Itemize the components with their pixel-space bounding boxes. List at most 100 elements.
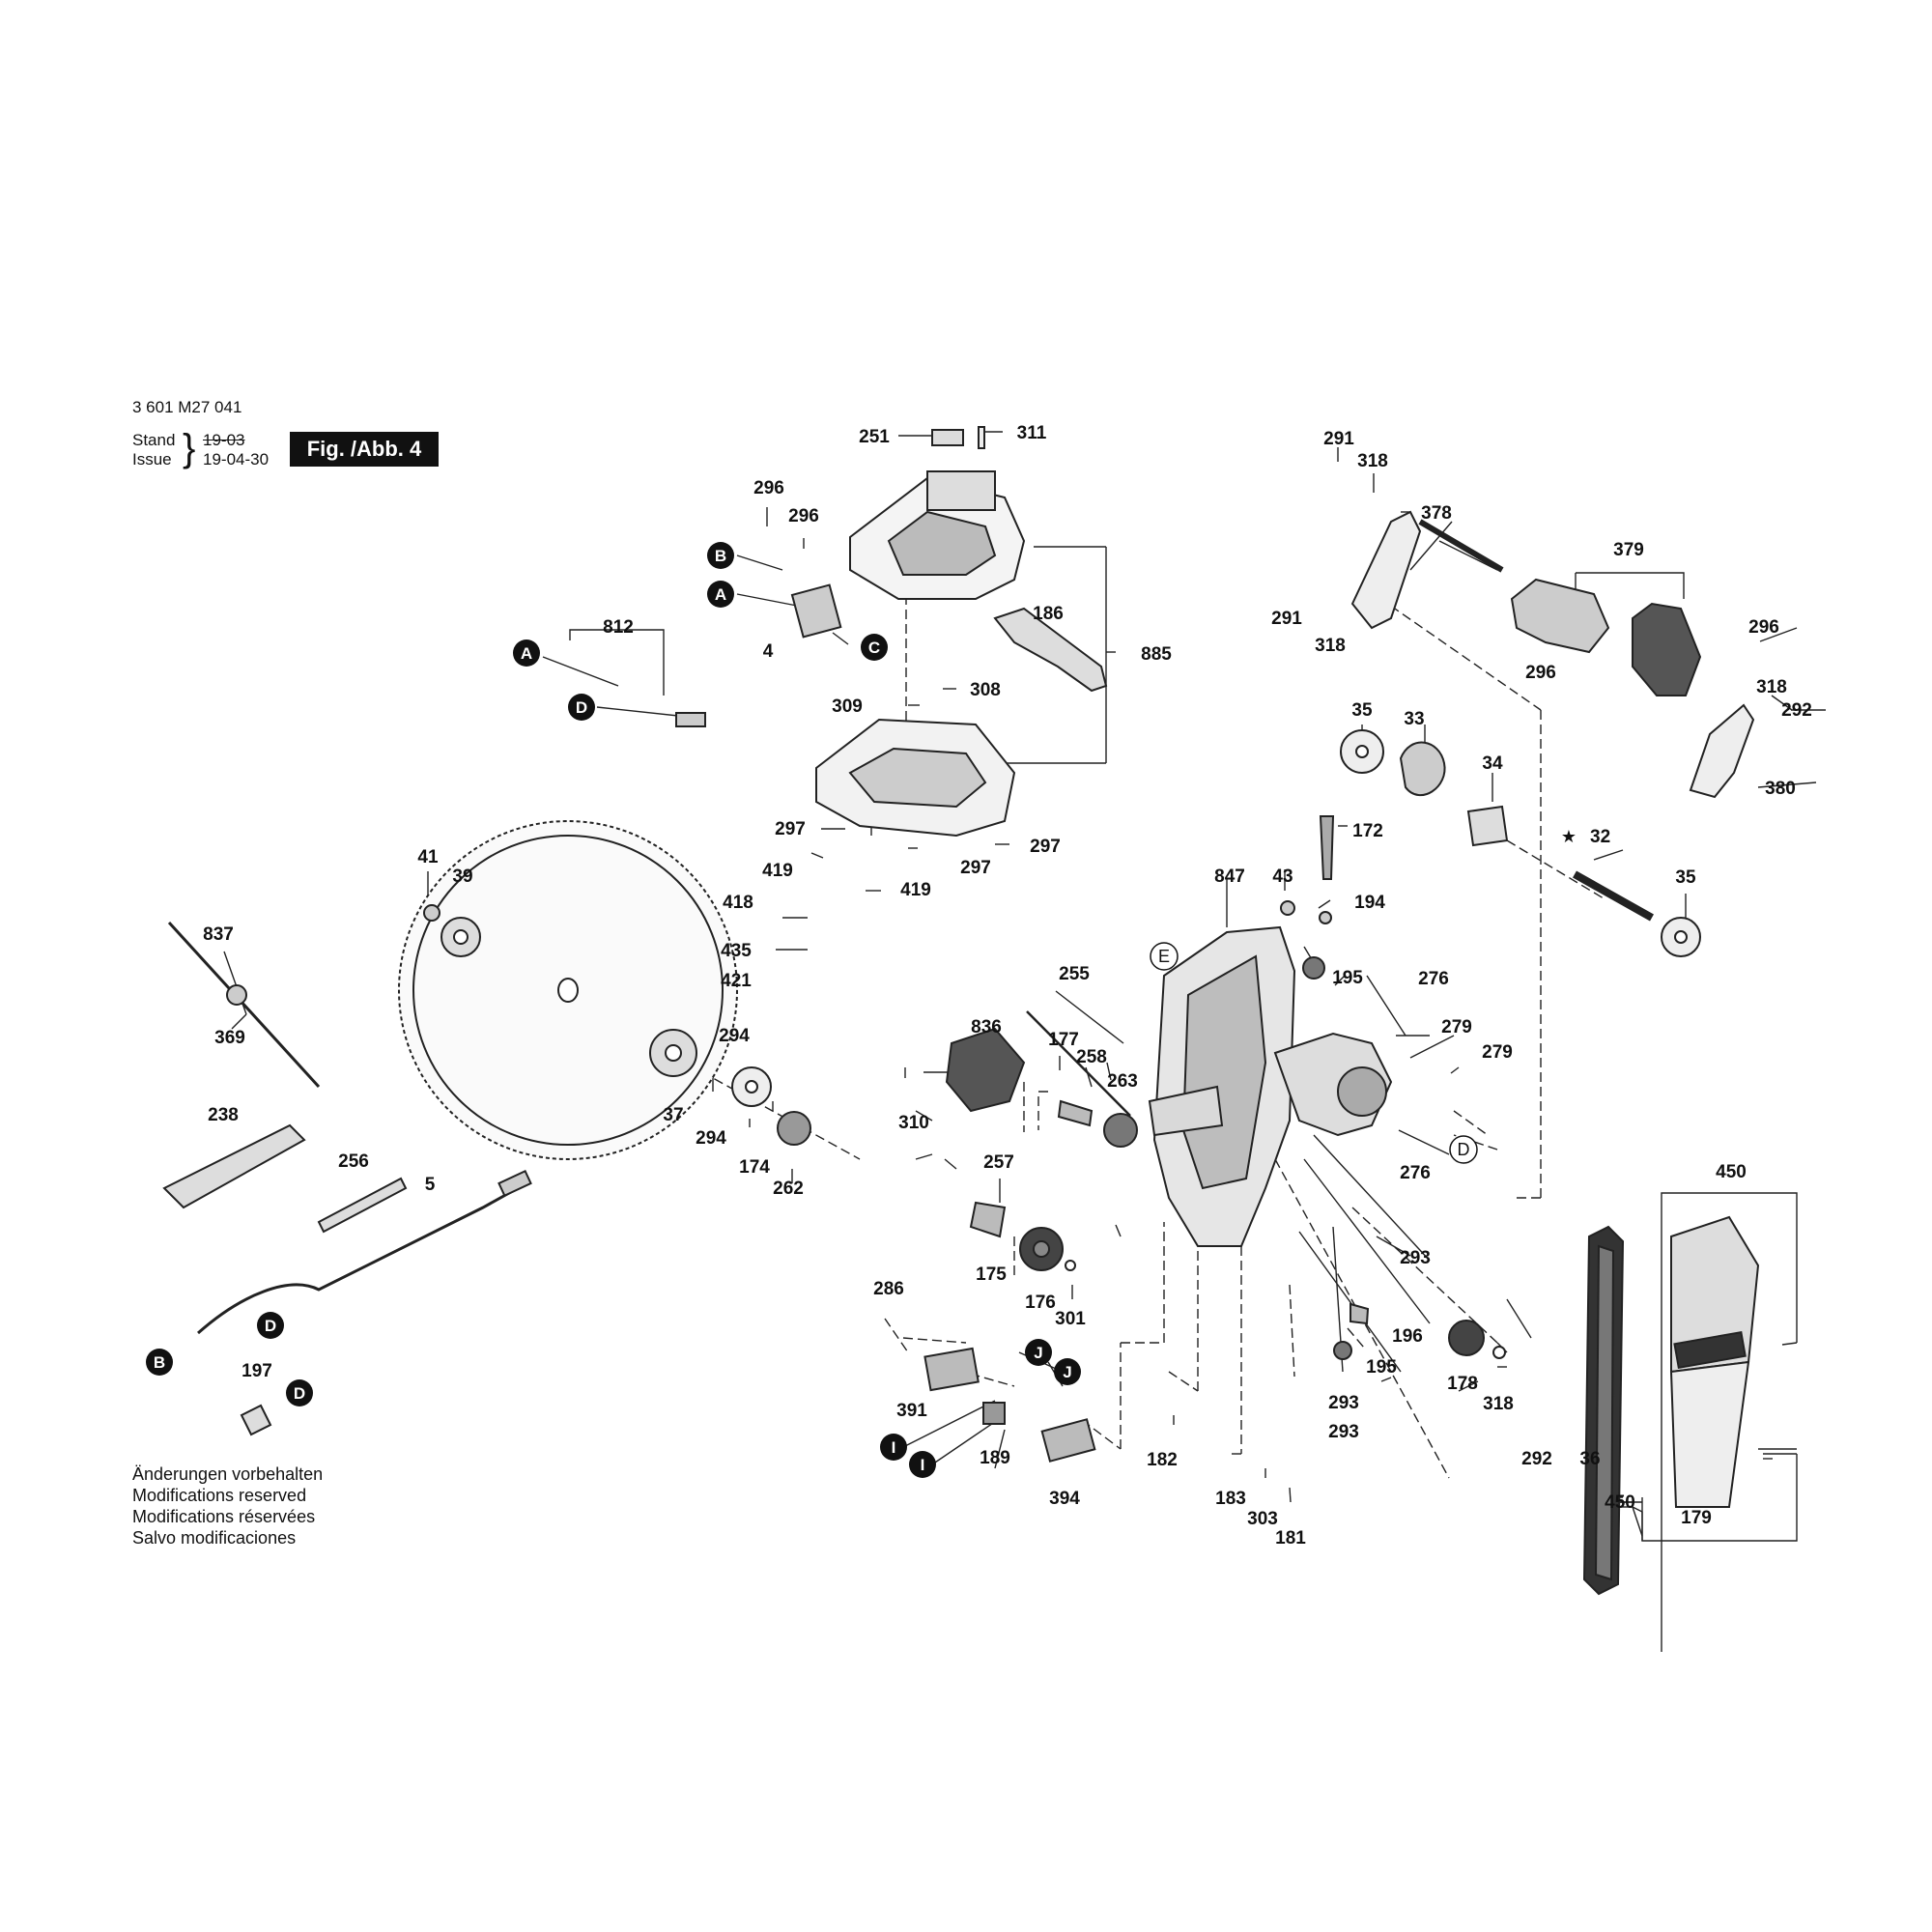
part-label-257: 257 <box>983 1152 1014 1173</box>
connector-i-2: I <box>921 1456 925 1474</box>
part-label-391: 391 <box>896 1401 927 1421</box>
part-label-294-b: 294 <box>696 1128 726 1149</box>
part-label-189: 189 <box>980 1448 1010 1468</box>
part-label-194: 194 <box>1354 893 1385 913</box>
issue-value: 19-04-30 <box>203 450 270 469</box>
part-label-41: 41 <box>417 847 439 867</box>
part-369-clip <box>226 984 247 1006</box>
part-label-176: 176 <box>1025 1293 1056 1313</box>
part-label-297-c: 297 <box>960 858 991 878</box>
part-number-labels: 251 311 296 296 812 4 186 885 309 308 29… <box>203 423 1812 1548</box>
part-label-174: 174 <box>739 1157 770 1178</box>
part-label-37: 37 <box>663 1105 683 1125</box>
connector-i-1: I <box>892 1438 896 1457</box>
document-number: 3 601 M27 041 <box>132 398 242 416</box>
part-label-181: 181 <box>1275 1528 1306 1548</box>
part-301-ring <box>1065 1260 1076 1271</box>
part-label-296-b: 296 <box>788 506 819 526</box>
part-391-switch <box>923 1347 980 1392</box>
connector-a-left: A <box>521 644 532 663</box>
part-label-318-b: 318 <box>1315 636 1346 656</box>
connector-c: C <box>868 639 880 657</box>
part-label-380: 380 <box>1765 779 1796 799</box>
part-179-guard-plate <box>1669 1360 1750 1508</box>
connector-d-outline: D <box>1458 1140 1470 1159</box>
part-label-34: 34 <box>1482 753 1503 774</box>
part-177-shaft <box>1057 1099 1094 1127</box>
part-label-182: 182 <box>1147 1450 1178 1470</box>
part-380-plate-left <box>1350 510 1422 630</box>
part-378-rod <box>1418 519 1504 573</box>
connector-j-2: J <box>1063 1363 1071 1381</box>
part-263-bearing <box>1103 1113 1138 1148</box>
part-812-plug <box>675 712 706 727</box>
part-label-318-c: 318 <box>1756 677 1787 697</box>
part-label-291-b: 291 <box>1271 609 1302 629</box>
issue-label: Issue <box>132 450 172 469</box>
part-label-172: 172 <box>1352 821 1383 841</box>
part-label-276-a: 276 <box>1418 969 1449 989</box>
star-icon: ★ <box>1561 827 1577 846</box>
part-label-196: 196 <box>1392 1326 1423 1347</box>
part-label-435: 435 <box>721 941 752 961</box>
connector-d-cord: D <box>265 1317 276 1335</box>
part-label-394: 394 <box>1049 1489 1080 1509</box>
part-195-bushing-lower <box>1333 1341 1352 1360</box>
part-label-379: 379 <box>1613 540 1644 560</box>
part-shapes <box>162 426 1760 1596</box>
part-label-33: 33 <box>1404 709 1424 729</box>
part-label-256: 256 <box>338 1151 369 1172</box>
part-311-screw <box>978 426 985 449</box>
connector-j-1: J <box>1034 1344 1042 1362</box>
part-label-263: 263 <box>1107 1071 1138 1092</box>
part-label-812: 812 <box>603 617 634 638</box>
part-label-178: 178 <box>1447 1374 1478 1394</box>
part-label-262: 262 <box>773 1179 804 1199</box>
part-34-bushing <box>1466 805 1509 847</box>
part-380-plate-right <box>1689 703 1755 799</box>
part-label-847: 847 <box>1214 867 1245 887</box>
part-189-switch <box>982 1402 1006 1425</box>
part-label-311: 311 <box>1017 423 1047 443</box>
part-label-32: 32 <box>1590 827 1610 847</box>
part-label-258: 258 <box>1076 1047 1107 1067</box>
part-label-303: 303 <box>1247 1509 1278 1529</box>
part-label-836: 836 <box>971 1017 1002 1037</box>
part-label-179: 179 <box>1681 1508 1712 1528</box>
part-379-handle-grip <box>1510 578 1610 654</box>
figure-label: Fig. /Abb. 4 <box>290 432 439 467</box>
part-196-clip <box>1350 1302 1370 1325</box>
part-label-297-b: 297 <box>1030 837 1061 857</box>
part-41-bolt <box>423 904 440 922</box>
part-label-183: 183 <box>1215 1489 1246 1509</box>
part-label-279-b: 279 <box>1482 1042 1513 1063</box>
stand-label: Stand <box>132 431 176 449</box>
part-label-837: 837 <box>203 924 234 945</box>
part-label-35-a: 35 <box>1351 700 1373 721</box>
part-172-pin <box>1319 815 1335 880</box>
part-label-293-b: 293 <box>1328 1393 1359 1413</box>
part-label-450-a: 450 <box>1716 1162 1747 1182</box>
connector-b-cord: B <box>154 1353 165 1372</box>
connector-d-197: D <box>294 1384 305 1403</box>
part-label-369: 369 <box>214 1028 245 1048</box>
note-line: Modifications reserved <box>132 1486 307 1505</box>
part-label-255: 255 <box>1059 964 1090 984</box>
part-label-39: 39 <box>452 867 472 887</box>
part-178-knob <box>1448 1320 1485 1356</box>
part-label-286: 286 <box>873 1279 904 1299</box>
part-256-sleeve <box>317 1177 408 1234</box>
part-label-35-b: 35 <box>1675 867 1696 888</box>
part-label-292-lower: 292 <box>1521 1449 1552 1469</box>
stand-value: 19-03 <box>203 431 245 449</box>
part-label-418: 418 <box>723 893 753 913</box>
part-label-195-b: 195 <box>1366 1357 1397 1378</box>
part-194-spring <box>1319 911 1332 924</box>
connector-a-top: A <box>715 585 726 604</box>
part-262-bearing <box>777 1111 811 1146</box>
part-label-251: 251 <box>859 427 890 447</box>
connector-b-top: B <box>715 547 726 565</box>
part-label-238: 238 <box>208 1105 239 1125</box>
part-label-419-a: 419 <box>762 861 793 881</box>
